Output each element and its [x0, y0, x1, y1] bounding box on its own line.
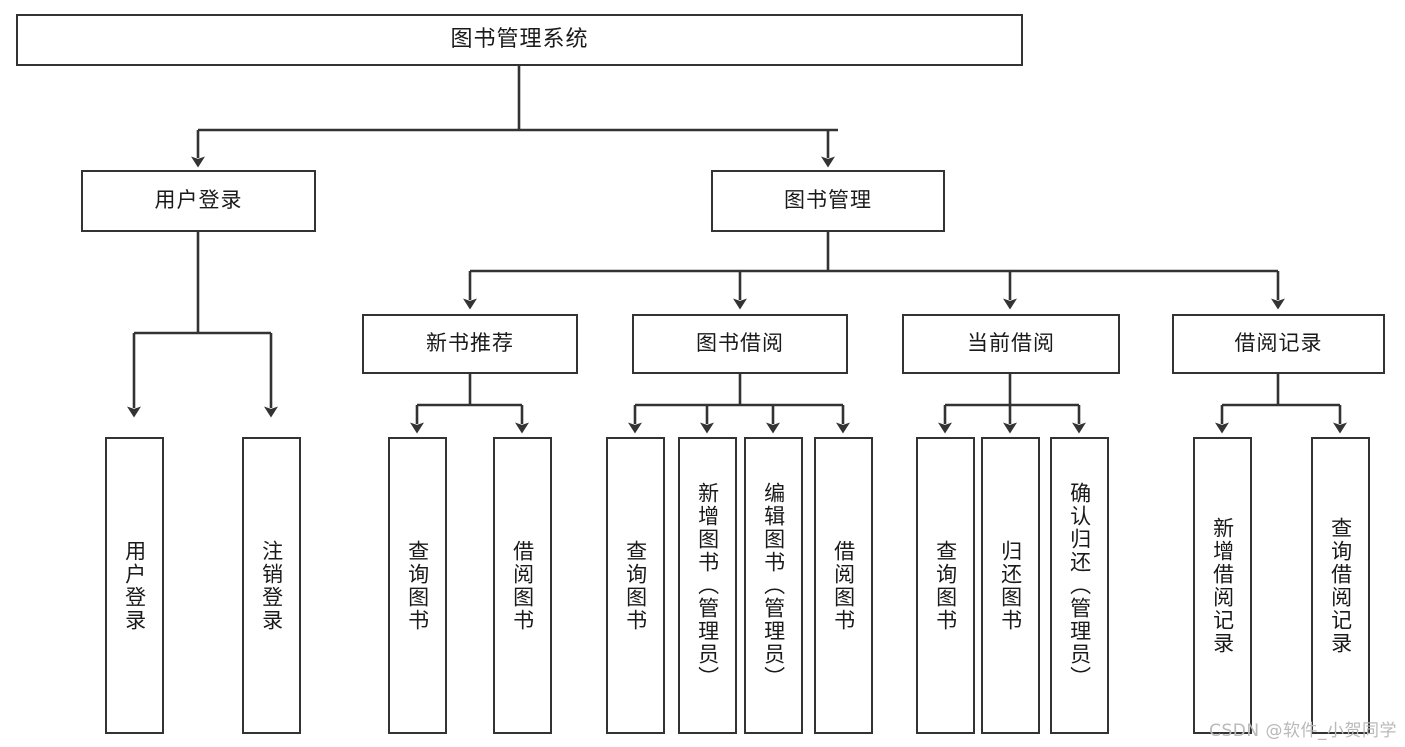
leaf-label: 借阅图书: [831, 539, 856, 632]
leaf-label: 查询图书: [623, 539, 648, 632]
leaf-label: 查询图书: [933, 539, 958, 632]
node-borrow-record[interactable]: 借阅记录: [1172, 314, 1385, 374]
leaf-add-borrow-record[interactable]: 新增借阅记录: [1193, 437, 1252, 734]
leaf-user-login[interactable]: 用户登录: [105, 437, 164, 734]
leaf-label: 确认归还（管理员）: [1067, 482, 1092, 689]
leaf-edit-book-admin[interactable]: 编辑图书（管理员）: [744, 437, 803, 734]
leaf-label: 用户登录: [122, 539, 147, 632]
leaf-logout[interactable]: 注销登录: [242, 437, 301, 734]
leaf-return-book[interactable]: 归还图书: [981, 437, 1040, 734]
leaf-query-book-recommend[interactable]: 查询图书: [388, 437, 447, 734]
leaf-label: 编辑图书（管理员）: [761, 482, 786, 689]
node-book-management[interactable]: 图书管理: [711, 170, 945, 232]
leaf-borrow-book[interactable]: 借阅图书: [814, 437, 873, 734]
node-root-system[interactable]: 图书管理系统: [16, 14, 1023, 66]
node-new-book-recommend[interactable]: 新书推荐: [362, 314, 578, 374]
leaf-label: 查询借阅记录: [1328, 516, 1353, 655]
node-current-borrow[interactable]: 当前借阅: [902, 314, 1120, 374]
leaf-label: 注销登录: [259, 539, 284, 632]
leaf-query-book-borrow[interactable]: 查询图书: [606, 437, 665, 734]
leaf-label: 查询图书: [405, 539, 430, 632]
node-book-borrow[interactable]: 图书借阅: [632, 314, 848, 374]
leaf-query-book-current[interactable]: 查询图书: [916, 437, 975, 734]
leaf-borrow-book-recommend[interactable]: 借阅图书: [493, 437, 552, 734]
leaf-label: 借阅图书: [510, 539, 535, 632]
leaf-query-borrow-record[interactable]: 查询借阅记录: [1311, 437, 1370, 734]
leaf-label: 归还图书: [998, 539, 1023, 632]
leaf-add-book-admin[interactable]: 新增图书（管理员）: [678, 437, 737, 734]
leaf-label: 新增借阅记录: [1210, 516, 1235, 655]
leaf-label: 新增图书（管理员）: [695, 482, 720, 689]
node-user-login[interactable]: 用户登录: [81, 170, 316, 232]
leaf-confirm-return-admin[interactable]: 确认归还（管理员）: [1050, 437, 1109, 734]
csdn-watermark: CSDN @软件_小贺同学: [1209, 721, 1397, 741]
